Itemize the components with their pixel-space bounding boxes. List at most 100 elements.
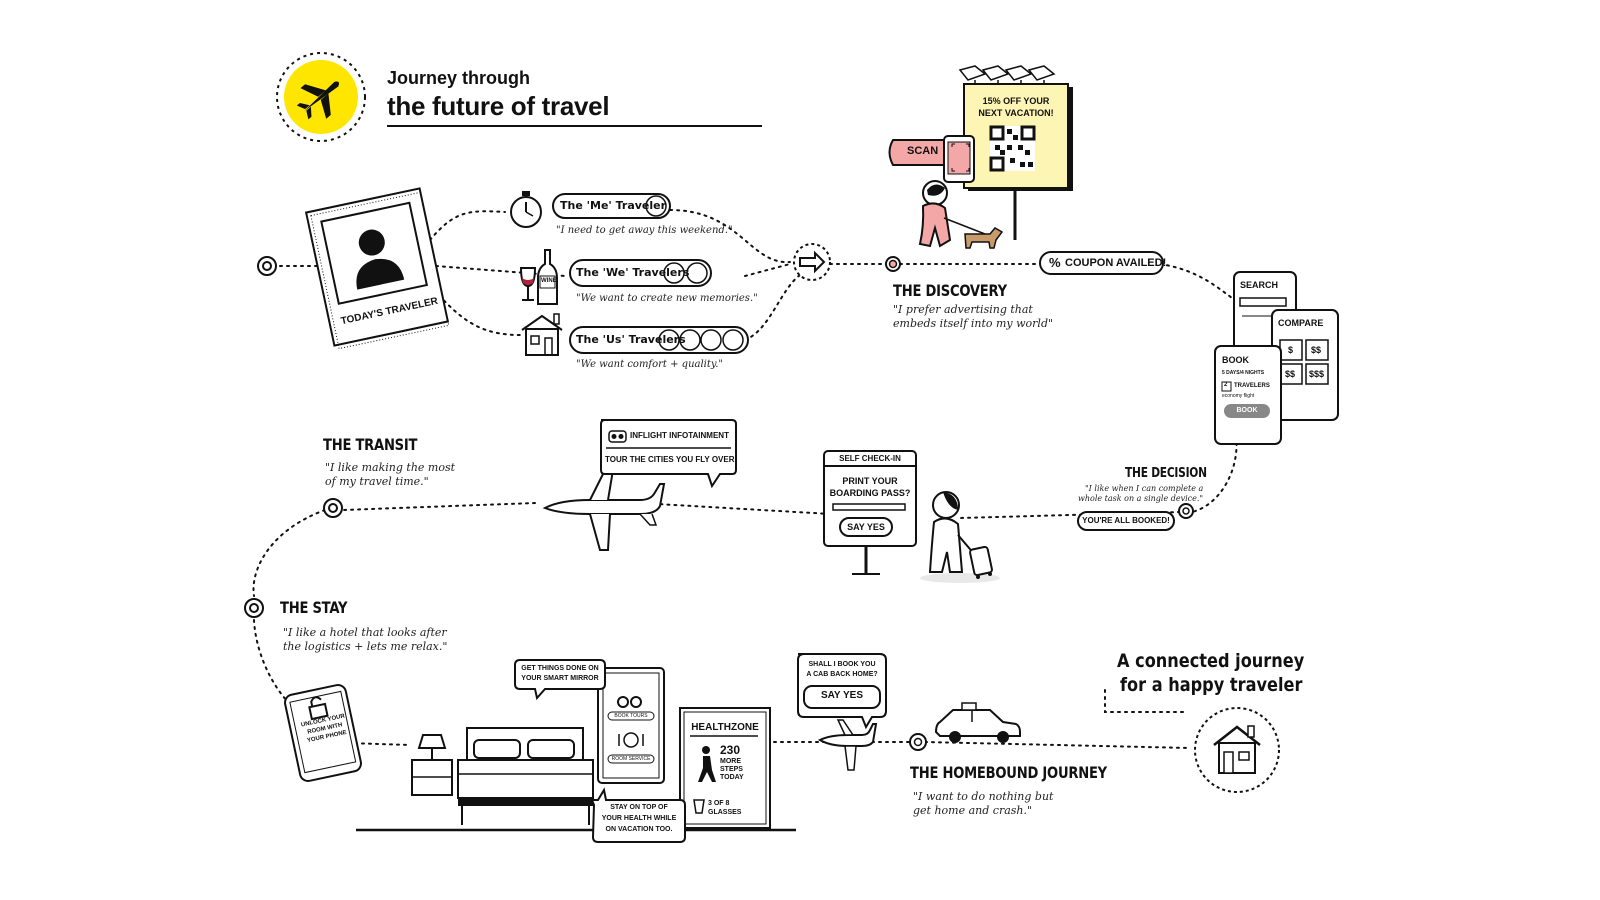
- checkin-kiosk: [823, 450, 917, 575]
- lock-icon: [308, 696, 329, 721]
- infotainment-sub: TOUR THE CITIES YOU FLY OVER: [605, 455, 735, 464]
- healthzone-panel: [679, 707, 771, 829]
- closing-line2: for a happy traveler: [1120, 674, 1303, 696]
- transit-quote-1: "I like making the most: [325, 461, 456, 474]
- face-icon: [686, 262, 708, 284]
- decision-title: THE DECISION: [1125, 466, 1207, 481]
- price-2: $$: [1311, 345, 1322, 355]
- cab-say-yes-button[interactable]: SAY YES: [820, 690, 864, 701]
- face-icon: [658, 329, 680, 351]
- book-detail-2: TRAVELERS: [1234, 383, 1270, 389]
- transit-title: THE TRANSIT: [323, 435, 418, 454]
- lamp-icon: [958, 65, 1056, 87]
- me-traveler-quote: "I need to get away this weekend.": [556, 225, 733, 236]
- room-service-button[interactable]: ROOM SERVICE: [611, 756, 651, 762]
- cab-bubble-line1: SHALL I BOOK YOU: [808, 661, 876, 668]
- face-icon: [645, 195, 667, 217]
- glasses-label-1: 3 OF 8: [708, 800, 730, 807]
- plate-icon: [618, 732, 644, 748]
- mirror-bubble-line2: YOUR SMART MIRROR: [521, 675, 599, 682]
- stay-quote-2: the logistics + lets me relax.": [283, 640, 448, 653]
- closing-line1: A connected journey: [1117, 650, 1305, 672]
- smart-mirror: [597, 667, 665, 784]
- stopwatch-icon: [510, 191, 542, 228]
- homebound-quote-2: get home and crash.": [913, 804, 1033, 817]
- healthzone-title: HEALTHZONE: [691, 722, 759, 733]
- us-travelers-name: The 'Us' Travelers: [576, 333, 686, 346]
- infotainment-bubble: [600, 419, 737, 489]
- billboard-line1: 15% OFF YOUR: [982, 96, 1050, 106]
- face-icon: [663, 262, 685, 284]
- book-tours-button[interactable]: BOOK TOURS: [614, 713, 648, 719]
- path-node: [909, 733, 927, 751]
- airplane-icon: [276, 52, 366, 142]
- face-icon: [679, 329, 701, 351]
- discovery-quote-1: "I prefer advertising that: [893, 303, 1033, 316]
- path-node: [323, 498, 343, 518]
- compare-label: COMPARE: [1278, 318, 1324, 328]
- checkin-line1: PRINT YOUR: [842, 476, 898, 486]
- path-node: [244, 598, 264, 618]
- mirror-bubble-line1: GET THINGS DONE ON: [521, 665, 599, 672]
- discovery-title: THE DISCOVERY: [893, 281, 1007, 300]
- person-with-luggage-icon: [920, 491, 1000, 583]
- wine-label: WINE: [541, 278, 557, 284]
- traveler-card: [304, 187, 450, 350]
- arrow-sign-icon: [793, 243, 831, 281]
- health-bubble-line1: STAY ON TOP OF: [610, 804, 668, 811]
- walking-person-icon: [698, 746, 716, 782]
- discovery-quote-2: embeds itself into my world": [893, 317, 1054, 330]
- health-bubble-line2: YOUR HEALTH WHILE: [601, 815, 677, 822]
- compare-device: [1271, 309, 1339, 421]
- search-label: SEARCH: [1240, 280, 1279, 290]
- page-title: the future of travel: [387, 91, 610, 121]
- coupon-pill: [1039, 251, 1164, 275]
- cab-bubble-line2: A CAB BACK HOME?: [806, 671, 878, 678]
- us-travelers-quote: "We want comfort + quality.": [576, 359, 723, 370]
- binoculars-icon: [617, 696, 642, 708]
- unlock-phone: [284, 684, 362, 782]
- checkin-line2: BOARDING PASS?: [829, 488, 911, 498]
- health-bubble-line3: ON VACATION TOO.: [605, 826, 673, 833]
- book-travelers-count: 2: [1224, 382, 1228, 388]
- home-icon: [1194, 707, 1280, 793]
- person-icon: [356, 229, 405, 290]
- house-icon: [521, 313, 563, 356]
- qr-code-icon: [989, 125, 1036, 172]
- path-node: [1178, 503, 1194, 519]
- me-traveler-pill: [552, 193, 671, 219]
- book-label: BOOK: [1222, 355, 1249, 365]
- infotainment-label: INFLIGHT INFOTAINMENT: [630, 431, 729, 440]
- coupon-percent-icon: %: [1049, 255, 1061, 270]
- health-bubble: [590, 787, 686, 843]
- phone-icon: [943, 135, 975, 183]
- face-icon: [722, 329, 744, 351]
- me-traveler-name: The 'Me' Traveler: [560, 199, 667, 212]
- booked-pill: [1077, 511, 1175, 531]
- header-kicker: Journey through: [387, 68, 530, 88]
- billboard: [958, 65, 1073, 240]
- price-1: $: [1288, 345, 1294, 355]
- we-travelers-quote: "We want to create new memories.": [576, 293, 758, 304]
- airplane-icon: [542, 469, 666, 551]
- we-travelers-name: The 'We' Travelers: [576, 266, 690, 279]
- airplane-icon: [817, 719, 878, 771]
- bed-icon: [457, 727, 594, 825]
- taxi-icon: [934, 702, 1021, 743]
- homebound-quote-1: "I want to do nothing but: [913, 790, 1054, 803]
- price-4: $$$: [1309, 369, 1325, 379]
- homebound-title: THE HOMEBOUND JOURNEY: [910, 763, 1107, 782]
- book-button[interactable]: BOOK: [1236, 407, 1258, 414]
- checkin-say-yes-button[interactable]: SAY YES: [847, 522, 885, 532]
- price-3: $$: [1285, 369, 1296, 379]
- book-device: [1214, 345, 1282, 445]
- steps-number: 230: [720, 743, 741, 757]
- lamp-icon: [411, 734, 453, 796]
- book-detail-3: economy flight: [1222, 393, 1255, 399]
- stay-quote-1: "I like a hotel that looks after: [283, 626, 447, 639]
- mirror-bubble: [514, 659, 606, 701]
- transit-quote-2: of my travel time.": [325, 475, 429, 488]
- path-node: [885, 256, 901, 272]
- path-node: [257, 256, 277, 276]
